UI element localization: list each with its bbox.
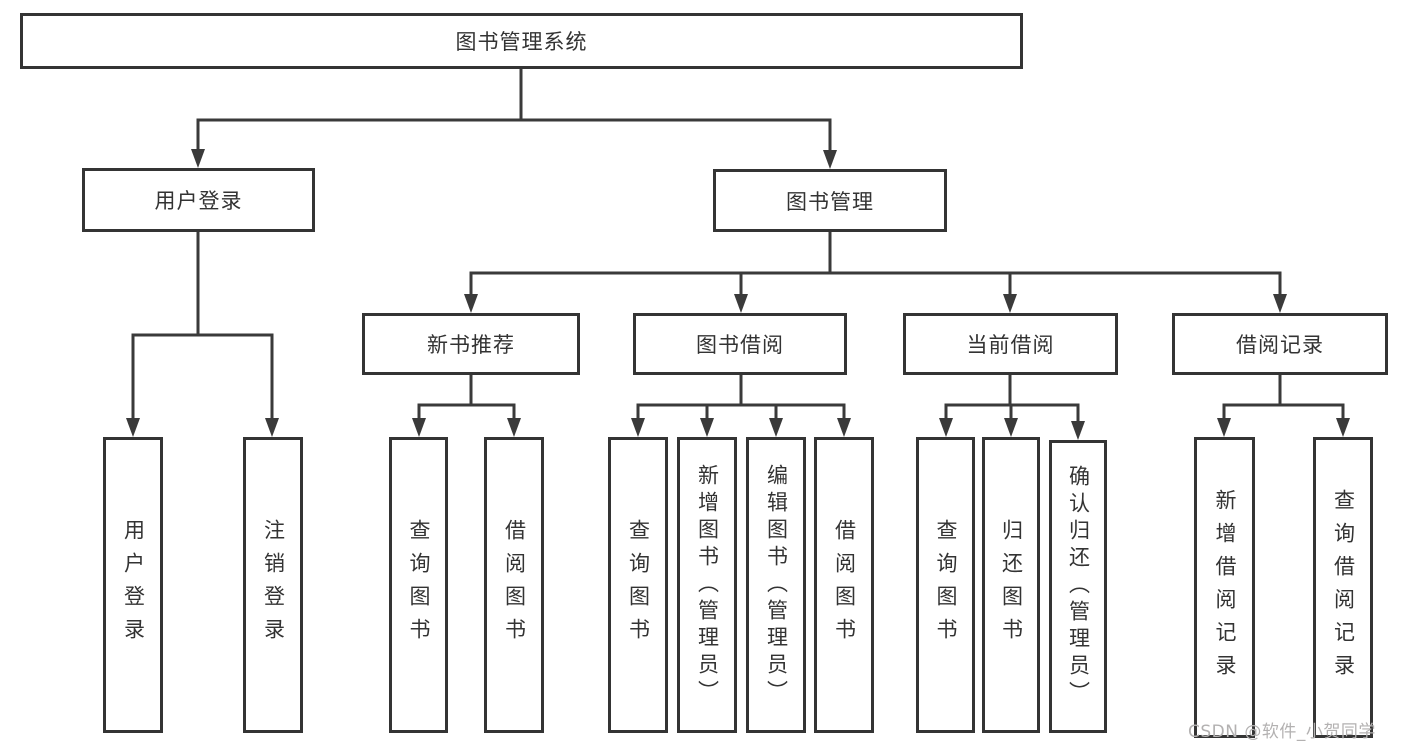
node-label: 图书借阅 — [696, 333, 784, 357]
node-label: 新书推荐 — [427, 333, 515, 357]
leaf-user-login: 用户登录 — [103, 437, 163, 733]
leaf-add-books-admin: 新增图书（管理员） — [677, 437, 737, 733]
leaf-label: 借阅图书 — [832, 519, 857, 651]
node-user-login: 用户登录 — [82, 168, 315, 232]
leaf-label: 用户登录 — [121, 519, 146, 651]
leaf-label: 注销登录 — [261, 519, 286, 651]
leaf-edit-books-admin: 编辑图书（管理员） — [746, 437, 806, 733]
leaf-logout: 注销登录 — [243, 437, 303, 733]
node-borrowing-records: 借阅记录 — [1172, 313, 1388, 375]
leaf-label: 查询图书 — [407, 519, 431, 651]
leaf-label: 归还图书 — [999, 519, 1024, 651]
leaf-query-books-current: 查询图书 — [916, 437, 975, 733]
leaf-label: 编辑图书（管理员） — [764, 463, 789, 707]
node-label: 图书管理 — [786, 189, 874, 214]
leaf-query-books-borrowing: 查询图书 — [608, 437, 668, 733]
node-library-management-system: 图书管理系统 — [20, 13, 1023, 69]
leaf-return-books: 归还图书 — [982, 437, 1040, 733]
leaf-label: 查询图书 — [626, 519, 651, 651]
connector-user-login-to-leaves — [126, 230, 279, 437]
node-label: 当前借阅 — [966, 333, 1055, 357]
node-label: 用户登录 — [154, 189, 243, 213]
connector-root-to-level2 — [191, 67, 837, 169]
leaf-query-borrow-record: 查询借阅记录 — [1313, 437, 1373, 738]
connector-borrow-records-to-leaves — [1217, 373, 1350, 437]
leaf-label: 借阅图书 — [502, 519, 527, 651]
connector-current-borrow-to-leaves — [939, 373, 1085, 440]
leaf-add-borrow-record: 新增借阅记录 — [1194, 437, 1255, 738]
leaf-label: 新增图书（管理员） — [695, 463, 720, 707]
connector-new-book-recommend-to-leaves — [412, 373, 521, 437]
csdn-watermark: CSDN @软件_小贺同学 — [1188, 722, 1376, 742]
node-book-management: 图书管理 — [713, 169, 947, 232]
node-label: 借阅记录 — [1236, 333, 1324, 357]
leaf-label: 查询图书 — [934, 519, 958, 651]
leaf-label: 确认归还（管理员） — [1066, 465, 1091, 708]
node-new-book-recommend: 新书推荐 — [362, 313, 580, 375]
node-book-borrowing: 图书借阅 — [633, 313, 847, 375]
node-label: 图书管理系统 — [455, 30, 588, 54]
leaf-label: 新增借阅记录 — [1213, 488, 1237, 687]
connector-book-mgmt-to-level3 — [464, 230, 1287, 313]
leaf-query-books-recommend: 查询图书 — [389, 437, 448, 733]
leaf-label: 查询借阅记录 — [1331, 488, 1356, 687]
leaf-borrow-books: 借阅图书 — [814, 437, 874, 733]
node-current-borrowing: 当前借阅 — [903, 313, 1118, 375]
leaf-borrow-books-recommend: 借阅图书 — [484, 437, 544, 733]
connector-book-borrow-to-leaves — [631, 373, 851, 437]
leaf-confirm-return-admin: 确认归还（管理员） — [1049, 440, 1107, 733]
